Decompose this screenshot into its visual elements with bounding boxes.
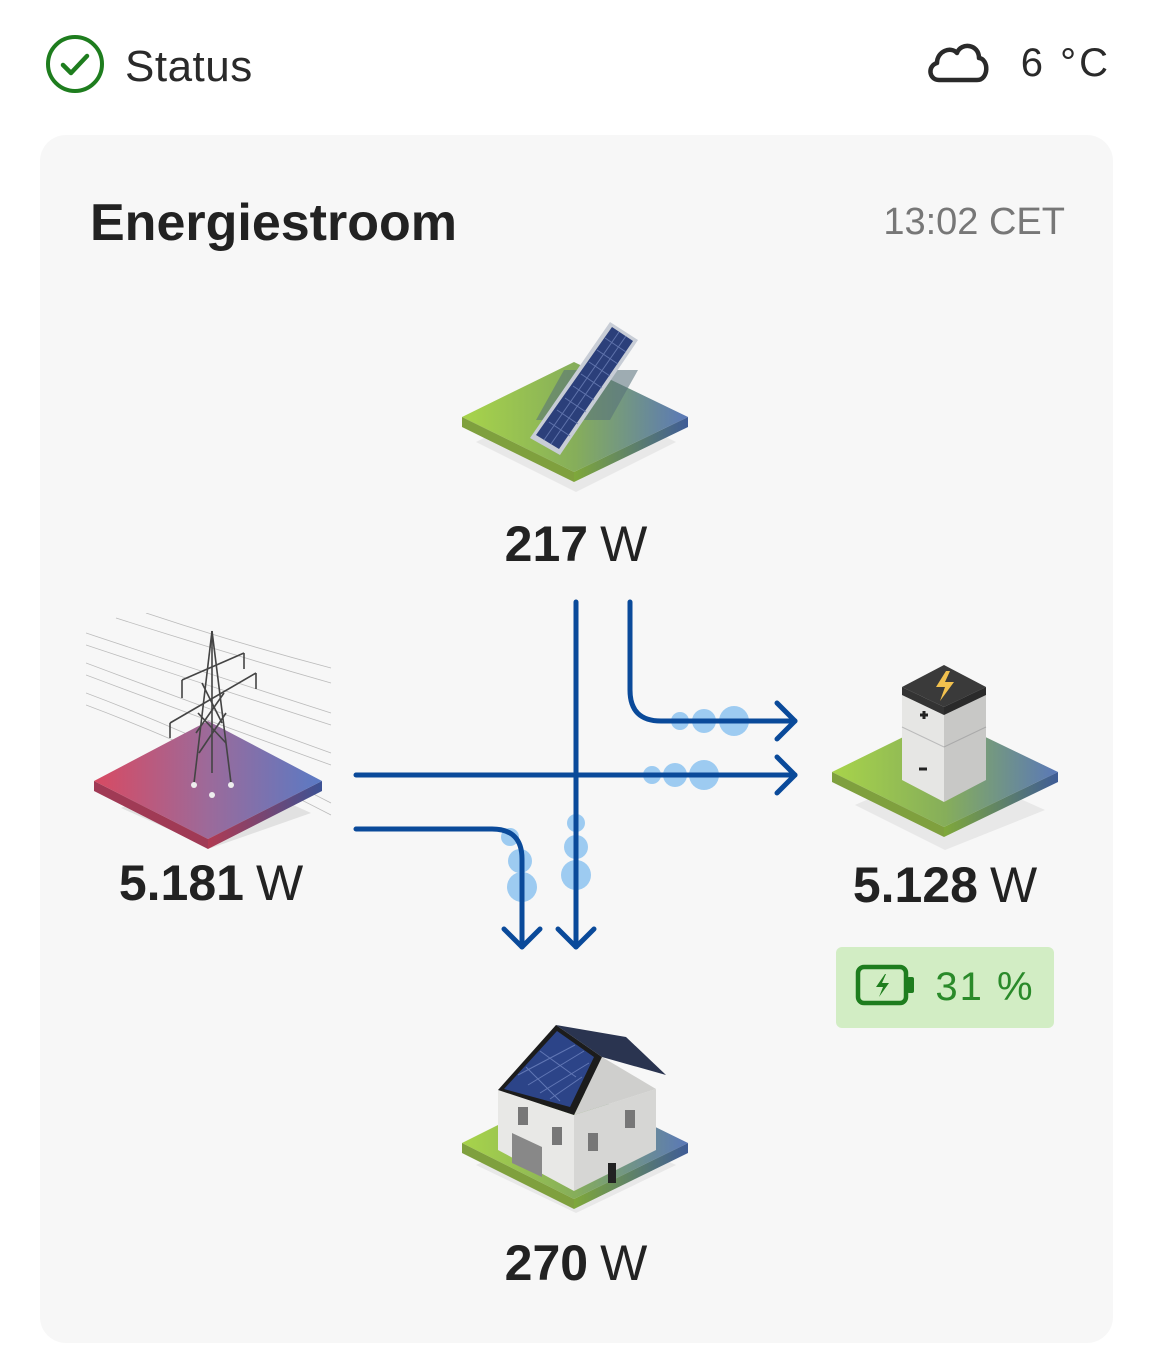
status-label: Status xyxy=(125,41,253,91)
flow-solar-to-battery xyxy=(627,599,798,724)
top-bar: Status 6 °C xyxy=(0,0,1157,130)
card-timestamp: 13:02 CET xyxy=(883,201,1065,243)
temperature: 6 °C xyxy=(1020,41,1111,85)
house-icon xyxy=(460,1025,692,1219)
battery-charge-badge: 31 % xyxy=(836,947,1054,1028)
energy-flow-lines xyxy=(353,599,798,950)
flow-grid-to-house xyxy=(353,826,525,950)
check-circle-icon xyxy=(45,34,105,99)
status-indicator[interactable]: Status xyxy=(45,34,253,99)
energy-flow-card: Energiestroom 13:02 CET xyxy=(40,135,1113,1343)
cloud-icon xyxy=(925,36,991,91)
battery-charge-percent: 31 % xyxy=(935,965,1035,1009)
weather-indicator: 6 °C xyxy=(925,36,1111,91)
power-pylon-icon xyxy=(85,612,336,857)
battery-icon xyxy=(830,665,1060,859)
card-title: Energiestroom xyxy=(90,194,457,252)
solar-panel-icon xyxy=(460,322,692,504)
battery-charging-icon xyxy=(855,964,917,1011)
